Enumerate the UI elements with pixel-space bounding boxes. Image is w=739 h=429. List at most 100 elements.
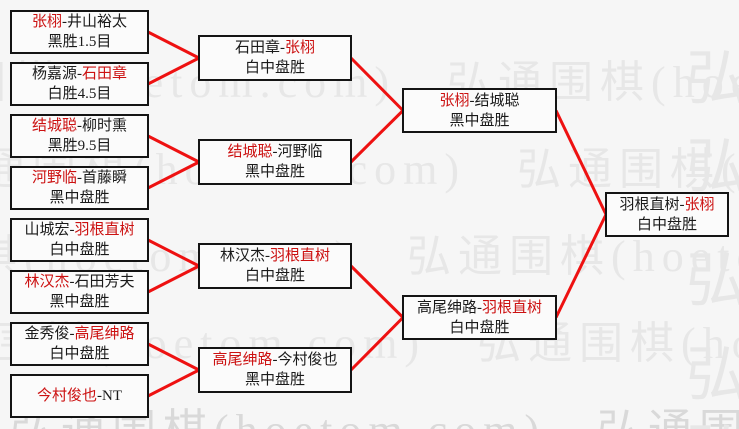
player-name: 张栩 [684,196,715,213]
player-separator: - [97,388,102,404]
player-separator: - [265,248,270,264]
match-players: 张栩-结城聪 [439,91,519,111]
match-box: 杨嘉源-石田章白胜4.5目 [10,62,149,106]
connector-line [349,56,405,112]
connector-line [147,30,200,60]
match-players: 林汉杰-羽根直树 [220,246,330,266]
connector-line [147,264,200,294]
match-players: 高尾绅路-羽根直树 [417,298,542,318]
connector-line [554,109,608,216]
match-box: 张栩-结城聪黑中盘胜 [402,88,557,133]
player-name: 高尾绅路 [212,352,273,368]
player-name: 石田章 [82,66,128,82]
player-separator: - [679,196,685,213]
match-box: 结城聪-柳时熏黑胜9.5目 [10,114,149,158]
player-separator: - [272,352,278,368]
player-name: 石田章 [234,40,280,56]
player-name: 羽根直树 [619,196,680,213]
connector-line [147,342,200,372]
player-separator: - [469,92,475,109]
player-separator: - [62,14,67,30]
connector-line [349,109,405,164]
connector-line [147,368,200,398]
player-separator: - [477,299,482,316]
player-name: 张栩 [285,40,316,56]
match-result: 黑中盘胜 [244,164,305,180]
player-name: 杨嘉源 [31,66,77,82]
player-separator: - [69,222,75,238]
match-result: 白中盘胜 [449,319,510,336]
match-box: 羽根直树-张栩白中盘胜 [605,192,729,237]
match-players: 山城宏-羽根直树 [24,220,134,240]
connector-line [554,213,608,319]
player-name: 井山裕太 [67,14,128,30]
player-name: 河野临 [31,170,77,186]
player-name: 高尾绅路 [74,326,135,342]
match-result: 白中盘胜 [49,346,110,362]
match-result: 黑中盘胜 [449,112,510,129]
match-result: 白中盘胜 [244,268,305,284]
player-separator: - [280,40,285,56]
match-result: 黑中盘胜 [244,372,305,388]
match-box: 高尾绅路-羽根直树白中盘胜 [402,295,557,340]
player-name: 林汉杰 [219,248,265,264]
connector-line [147,56,200,86]
player-name: 柳时熏 [82,118,128,134]
match-box: 今村俊也-NT [10,374,149,418]
match-result: 黑胜9.5目 [47,138,112,154]
match-players: 石田章-张栩 [235,38,315,58]
player-separator: - [77,170,82,186]
player-name: 张栩 [439,92,470,109]
player-separator: - [77,66,82,82]
match-players: 杨嘉源-石田章 [32,64,127,84]
match-result: 白胜4.5目 [47,86,112,102]
player-name: 张栩 [31,14,62,30]
player-name: 今村俊也 [277,352,338,368]
match-players: 高尾绅路-今村俊也 [212,350,337,370]
match-players: 林汉杰-石田芳夫 [24,272,134,292]
match-result: 白中盘胜 [244,60,305,76]
player-name: 高尾绅路 [416,299,477,316]
player-name: 结城聪 [474,92,520,109]
match-box: 金秀俊-高尾绅路白中盘胜 [10,322,149,366]
player-separator: - [77,118,82,134]
match-box: 林汉杰-石田芳夫黑中盘胜 [10,270,149,314]
player-name: 石田芳夫 [74,274,135,290]
connector-line [349,316,405,372]
player-name: 林汉杰 [24,274,70,290]
match-result: 白中盘胜 [49,242,110,258]
match-box: 张栩-井山裕太黑胜1.5目 [10,10,149,54]
player-separator: - [272,144,278,160]
player-separator: - [69,326,75,342]
match-players: 张栩-井山裕太 [32,12,127,32]
player-name: NT [102,388,122,404]
match-players: 结城聪-河野临 [227,142,322,162]
match-players: 今村俊也-NT [37,386,122,406]
match-box: 结城聪-河野临黑中盘胜 [198,139,352,185]
player-separator: - [69,274,75,290]
match-box: 河野临-首藤瞬黑中盘胜 [10,166,149,210]
connector-line [147,160,200,190]
connector-line [147,134,200,164]
match-box: 石田章-张栩白中盘胜 [198,35,352,81]
match-box: 林汉杰-羽根直树白中盘胜 [198,243,352,289]
player-name: 今村俊也 [36,388,97,404]
connector-line [349,264,405,319]
player-name: 首藤瞬 [82,170,128,186]
match-players: 金秀俊-高尾绅路 [24,324,134,344]
player-name: 山城宏 [24,222,70,238]
player-name: 金秀俊 [24,326,70,342]
match-result: 黑中盘胜 [49,190,110,206]
match-box: 高尾绅路-今村俊也黑中盘胜 [198,347,352,393]
player-name: 羽根直树 [482,299,543,316]
player-name: 羽根直树 [270,248,331,264]
match-players: 羽根直树-张栩 [619,195,714,215]
match-result: 黑胜1.5目 [47,34,112,50]
player-name: 结城聪 [227,144,273,160]
match-result: 白中盘胜 [636,216,697,233]
match-box: 山城宏-羽根直树白中盘胜 [10,218,149,262]
match-result: 黑中盘胜 [49,294,110,310]
connector-line [147,238,200,268]
